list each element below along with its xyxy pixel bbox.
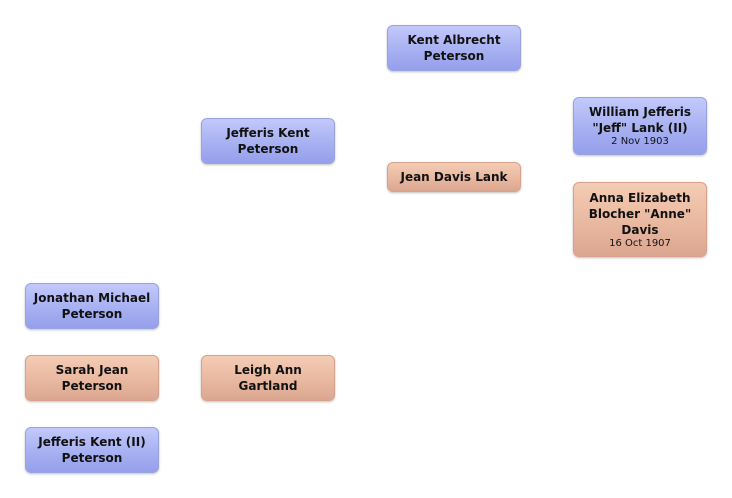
person-card-jonathan-michael-peterson[interactable]: Jonathan Michael Peterson <box>25 283 159 329</box>
person-card-kent-albrecht-peterson[interactable]: Kent Albrecht Peterson <box>387 25 521 71</box>
person-card-jefferis-kent-peterson[interactable]: Jefferis Kent Peterson <box>201 118 335 164</box>
person-name-line: Blocher "Anne" <box>588 206 692 221</box>
person-name-line: Davis <box>621 222 659 237</box>
person-card-william-jefferis-lank[interactable]: William Jefferis "Jeff" Lank (II) 2 Nov … <box>573 97 707 155</box>
person-name-line: Jonathan Michael <box>33 291 151 305</box>
person-name-line: Sarah Jean <box>55 363 129 377</box>
person-name-line: Jean Davis Lank <box>400 170 508 184</box>
person-name-line: Peterson <box>237 142 299 156</box>
person-name-line: Leigh Ann <box>234 363 302 377</box>
person-card-sarah-jean-peterson[interactable]: Sarah Jean Peterson <box>25 355 159 401</box>
person-card-leigh-ann-gartland[interactable]: Leigh Ann Gartland <box>201 355 335 401</box>
person-name-line: Jefferis Kent (II) <box>38 435 146 449</box>
person-name-line: Kent Albrecht <box>407 33 501 47</box>
person-name-line: Jefferis Kent <box>226 126 310 140</box>
person-name-line: Peterson <box>423 49 485 63</box>
person-name-line: Anna Elizabeth <box>589 190 691 205</box>
person-name-line: "Jeff" Lank (II) <box>592 121 688 135</box>
person-card-jefferis-kent-ii-peterson[interactable]: Jefferis Kent (II) Peterson <box>25 427 159 473</box>
person-birth-date: 2 Nov 1903 <box>611 136 669 147</box>
person-card-jean-davis-lank[interactable]: Jean Davis Lank <box>387 162 521 192</box>
person-birth-date: 16 Oct 1907 <box>609 237 671 249</box>
person-name-line: William Jefferis <box>588 105 692 119</box>
person-card-anna-elizabeth-davis[interactable]: Anna Elizabeth Blocher "Anne" Davis 16 O… <box>573 182 707 257</box>
person-name-line: Peterson <box>61 451 123 465</box>
person-name-line: Gartland <box>238 379 298 393</box>
person-name-line: Peterson <box>61 307 123 321</box>
person-name-line: Peterson <box>61 379 123 393</box>
